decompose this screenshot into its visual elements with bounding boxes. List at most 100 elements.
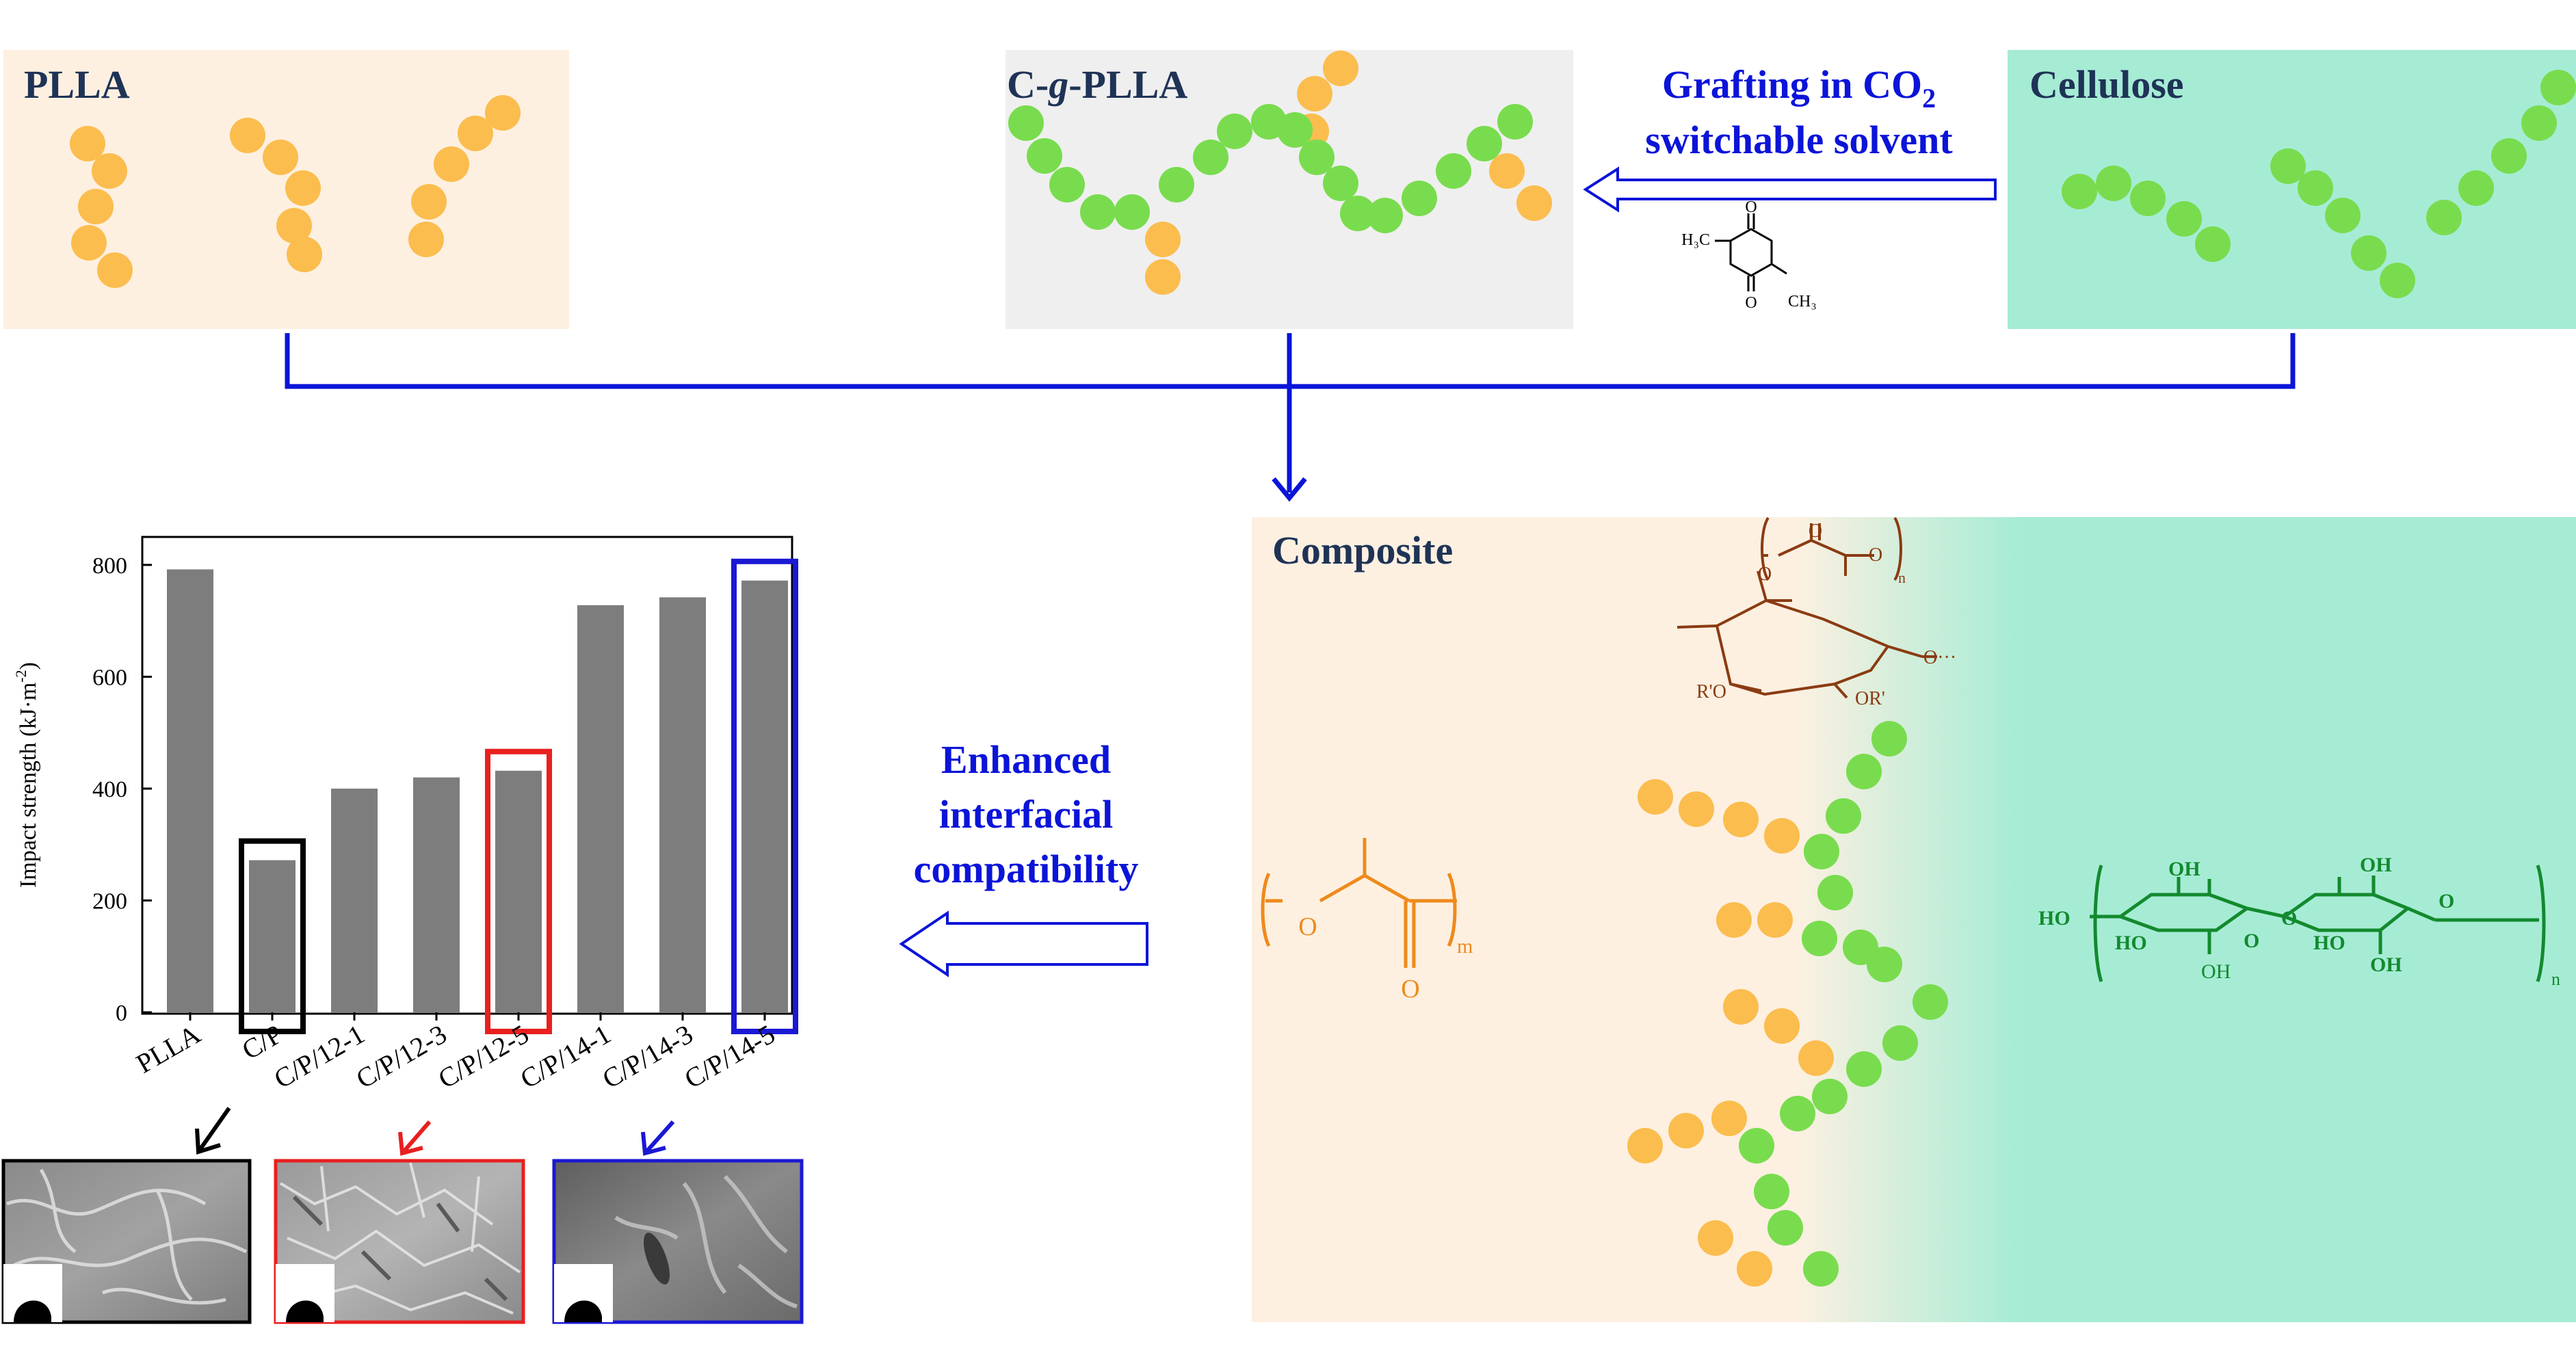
cellulose-ho-1: HO	[2038, 907, 2071, 930]
cellulose-bead	[1817, 875, 1853, 910]
plla-bead	[1668, 1113, 1704, 1148]
bar	[331, 788, 378, 1012]
lactide-o-top: O	[1745, 198, 1757, 216]
cellulose-bead	[1323, 166, 1358, 201]
cellulose-bead	[1846, 1051, 1882, 1087]
chart-frame	[141, 536, 793, 1015]
composite-panel-title: Composite	[1272, 528, 1453, 573]
sem-arrows	[195, 1107, 675, 1156]
cellulose-bead	[1436, 153, 1471, 189]
cellulose-ho-3: HO	[2313, 932, 2345, 954]
cellulose-oh-3: OH	[2360, 854, 2392, 876]
cellulose-bead	[1114, 194, 1150, 230]
cellulose-bead	[2540, 70, 2576, 105]
sem-arrow-black	[195, 1107, 231, 1155]
plla-bead	[1737, 1251, 1772, 1287]
plla-bead	[1764, 818, 1800, 854]
plla-bead	[70, 126, 105, 161]
graft-o-left: O	[1758, 564, 1772, 585]
grafted-chain	[1008, 51, 1552, 295]
cellulose-bead	[1867, 947, 1902, 982]
highlight-box	[485, 748, 552, 1035]
cellulose-bead	[2096, 166, 2131, 201]
cellulose-bead	[1739, 1128, 1774, 1163]
plla-bead	[287, 237, 322, 272]
composite-panel-bg	[1252, 517, 2576, 1322]
graft-ring-o: O···	[1923, 647, 1956, 668]
cellulose-o-ring1: O	[2244, 930, 2259, 952]
grafting-label-line2: switchable solvent	[1645, 118, 1953, 162]
merge-connector	[285, 333, 2296, 502]
cellulose-bead	[2325, 198, 2361, 233]
plla-panel: PLLA	[3, 50, 569, 329]
cellulose-bead	[1882, 1025, 1918, 1061]
cellulose-bead	[1467, 126, 1502, 161]
cellulose-repeat-structure	[2090, 865, 2546, 982]
lactide-ch3: CH₃	[1788, 293, 1817, 311]
y-tick-label: 200	[92, 889, 127, 914]
cellulose-bead	[2195, 226, 2231, 262]
plla-bead	[230, 118, 265, 153]
cellulose-ho-2: HO	[2115, 932, 2147, 954]
lactide-o-bottom: O	[1745, 294, 1757, 312]
sem-image-cp	[1, 1159, 252, 1324]
cellulose-bead	[2130, 181, 2166, 216]
cgplla-panel: C-g-PLLA	[1006, 50, 1573, 329]
plla-bead	[1698, 1220, 1733, 1256]
chart-highlights	[239, 558, 798, 1035]
cellulose-bead	[1754, 1174, 1789, 1209]
plla-bead	[285, 170, 321, 206]
x-tick-label: C/P/12-3	[351, 1018, 452, 1094]
graft-repeat-n: n	[1898, 569, 1906, 586]
cellulose-bead	[2270, 148, 2306, 184]
compatibility-step: Enhanced interfacial compatibility	[899, 737, 1148, 977]
sem-image-cp12-5	[274, 1159, 525, 1324]
graft-ro-label: R'O	[1696, 681, 1726, 702]
plla-bead	[1145, 259, 1181, 295]
cellulose-bead	[1871, 721, 1907, 757]
plla-bead	[78, 189, 114, 224]
plla-bead	[276, 208, 312, 244]
plla-chains	[70, 95, 521, 288]
cellulose-bead	[1803, 1251, 1839, 1287]
cellulose-bead	[2380, 263, 2415, 298]
cellulose-oh-1: OH	[2168, 858, 2200, 880]
highlight-box	[239, 838, 306, 1034]
cellulose-bead	[2521, 105, 2557, 141]
grafting-hollow-arrow	[1583, 166, 1997, 213]
plla-bead	[71, 225, 107, 261]
cellulose-bead	[1299, 140, 1335, 175]
plla-bead	[485, 95, 521, 131]
cellulose-chains	[2062, 70, 2576, 298]
cellulose-oh-2: OH	[2201, 960, 2231, 983]
plla-bead	[1711, 1101, 1747, 1136]
graft-or-label: OR'	[1855, 688, 1885, 709]
cellulose-bead	[2458, 170, 2494, 206]
cellulose-bead	[2166, 201, 2202, 237]
plla-bead	[263, 140, 298, 175]
enhanced-line1: Enhanced	[941, 737, 1111, 782]
plla-bead	[1145, 222, 1181, 257]
highlight-box	[731, 558, 798, 1034]
cellulose-bead	[1402, 181, 1437, 216]
grafted-glucose-structure	[1677, 516, 1937, 699]
plla-bead	[1716, 902, 1752, 938]
graft-o-right: O	[1869, 544, 1882, 566]
cellulose-repeat-n: n	[2551, 969, 2560, 989]
cellulose-o-bridge: O	[2281, 907, 2297, 930]
plla-bead	[1489, 153, 1525, 189]
cellulose-bead	[1367, 198, 1403, 233]
cellulose-bead	[1846, 754, 1882, 789]
chart-y-axis-label: Impact strength (kJ·m-2)	[12, 662, 41, 888]
cellulose-bead	[1767, 1210, 1803, 1246]
bar	[249, 860, 295, 1012]
enhanced-line3: compatibility	[914, 847, 1139, 891]
plla-repeat-m: m	[1457, 935, 1473, 958]
lactide-structure	[1715, 213, 1787, 291]
cellulose-oh-4: OH	[2370, 953, 2402, 976]
y-tick-label: 800	[92, 553, 127, 579]
